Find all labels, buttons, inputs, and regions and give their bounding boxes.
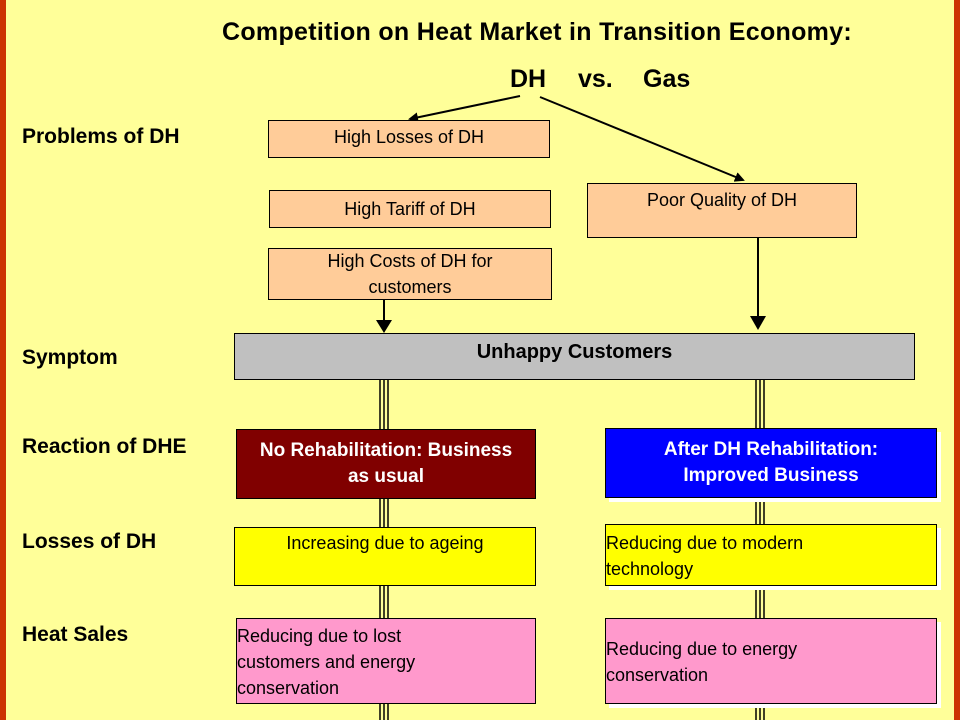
right-edge-stripe xyxy=(954,0,960,720)
high-tariff-box: High Tariff of DH xyxy=(269,190,551,228)
row-label-symptom: Symptom xyxy=(22,346,118,369)
high-costs-text-line2: customers xyxy=(368,277,452,297)
high-losses-text: High Losses of DH xyxy=(333,127,485,147)
sales-left-line2: customers and energy xyxy=(237,652,416,672)
dh-label: DH xyxy=(510,65,547,93)
sales-left-box: Reducing due to lost customers and energ… xyxy=(236,618,536,704)
sales-right-line1: Reducing due to energy xyxy=(606,639,798,659)
sales-left-line1: Reducing due to lost xyxy=(237,626,402,646)
after-rehabilitation-line1: After DH Rehabilitation: xyxy=(663,439,879,460)
vs-label: vs. xyxy=(578,65,613,93)
left-edge-stripe xyxy=(0,0,6,720)
reducing-losses-line1: Reducing due to modern xyxy=(606,533,804,553)
sales-left-line3: conservation xyxy=(237,678,340,698)
no-rehabilitation-box: No Rehabilitation: Business as usual xyxy=(236,429,536,499)
unhappy-customers-box: Unhappy Customers xyxy=(234,333,915,380)
row-label-sales: Heat Sales xyxy=(22,623,129,646)
row-label-reaction: Reaction of DHE xyxy=(22,435,187,458)
no-rehabilitation-line2: as usual xyxy=(347,466,425,487)
poor-quality-box: Poor Quality of DH xyxy=(587,183,857,238)
no-rehabilitation-line1: No Rehabilitation: Business xyxy=(259,440,513,461)
reducing-losses-box: Reducing due to modern technology xyxy=(605,524,937,586)
arrow-dh-to-poor-quality xyxy=(539,96,745,182)
unhappy-customers-text: Unhappy Customers xyxy=(476,341,673,363)
high-tariff-text: High Tariff of DH xyxy=(344,199,476,219)
row-label-losses: Losses of DH xyxy=(22,530,157,553)
row-label-problems: Problems of DH xyxy=(22,125,180,148)
gas-label: Gas xyxy=(643,65,691,93)
sales-right-line2: conservation xyxy=(606,665,709,685)
high-losses-box: High Losses of DH xyxy=(268,120,550,158)
arrowhead-right-symptom xyxy=(750,316,766,330)
sales-right-box: Reducing due to energy conservation xyxy=(605,618,937,704)
arrowhead-left-symptom xyxy=(376,320,392,333)
after-rehabilitation-line2: Improved Business xyxy=(683,465,859,486)
reducing-losses-line2: technology xyxy=(606,559,694,579)
poor-quality-text: Poor Quality of DH xyxy=(646,190,798,210)
increasing-losses-text: Increasing due to ageing xyxy=(286,533,484,553)
high-costs-text-line1: High Costs of DH for xyxy=(327,251,493,271)
after-rehabilitation-box: After DH Rehabilitation: Improved Busine… xyxy=(605,428,937,498)
increasing-losses-box: Increasing due to ageing xyxy=(234,527,536,586)
slide-title: Competition on Heat Market in Transition… xyxy=(222,18,853,46)
arrow-dh-to-high-losses xyxy=(408,95,521,123)
high-costs-box: High Costs of DH for customers xyxy=(268,248,552,300)
